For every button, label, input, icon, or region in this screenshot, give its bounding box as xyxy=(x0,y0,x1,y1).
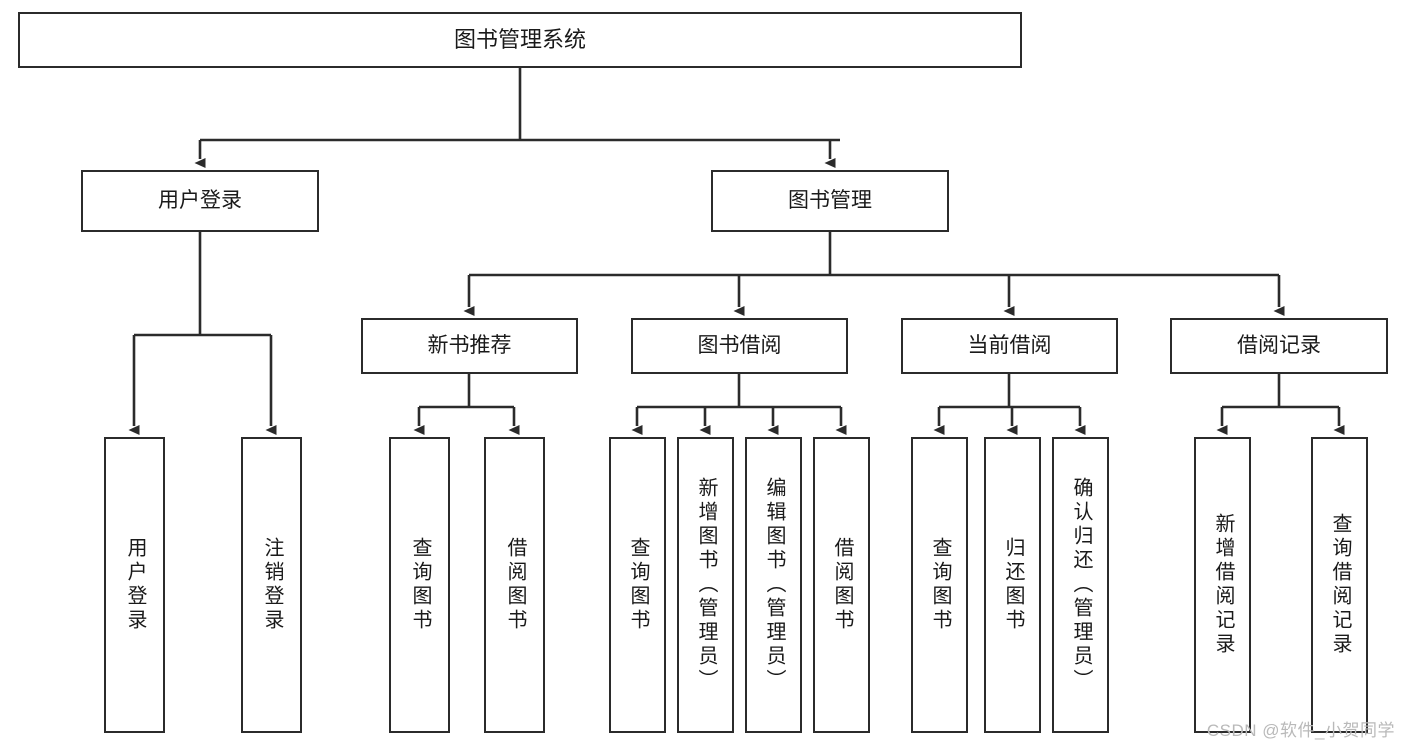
node-borrow-record[interactable]: 借阅记录 xyxy=(1170,318,1388,374)
node-new-book-recommend-label: 新书推荐 xyxy=(427,333,512,357)
node-leaf-query-book-1[interactable]: 查询图书 xyxy=(389,437,450,733)
node-leaf-query-record-label: 查询借阅记录 xyxy=(1329,513,1351,657)
csdn-watermark: CSDN @软件_小贺同学 xyxy=(1206,721,1395,740)
node-leaf-query-book-2-label: 查询图书 xyxy=(627,537,649,633)
node-leaf-borrow-book-2-label: 借阅图书 xyxy=(831,537,853,633)
node-leaf-add-record[interactable]: 新增借阅记录 xyxy=(1194,437,1251,733)
node-leaf-return-book-label: 归还图书 xyxy=(1002,537,1024,633)
node-user-login-label: 用户登录 xyxy=(158,188,242,212)
node-leaf-query-book-3[interactable]: 查询图书 xyxy=(911,437,968,733)
node-leaf-user-logout[interactable]: 注销登录 xyxy=(241,437,302,733)
node-leaf-query-book-1-label: 查询图书 xyxy=(409,537,431,633)
node-current-borrow[interactable]: 当前借阅 xyxy=(901,318,1118,374)
node-current-borrow-label: 当前借阅 xyxy=(967,333,1052,357)
node-new-book-recommend[interactable]: 新书推荐 xyxy=(361,318,578,374)
node-book-manage-label: 图书管理 xyxy=(788,188,872,212)
node-book-manage[interactable]: 图书管理 xyxy=(711,170,949,232)
node-root-label: 图书管理系统 xyxy=(453,26,586,52)
node-leaf-return-book[interactable]: 归还图书 xyxy=(984,437,1041,733)
node-leaf-borrow-book-2[interactable]: 借阅图书 xyxy=(813,437,870,733)
node-root[interactable]: 图书管理系统 xyxy=(18,12,1022,68)
node-book-borrow-label: 图书借阅 xyxy=(697,333,782,357)
node-leaf-add-record-label: 新增借阅记录 xyxy=(1212,513,1234,657)
node-leaf-borrow-book-1[interactable]: 借阅图书 xyxy=(484,437,545,733)
node-leaf-user-login[interactable]: 用户登录 xyxy=(104,437,165,733)
node-leaf-confirm-return-label: 确认归还（管理员） xyxy=(1070,477,1092,693)
node-leaf-user-logout-label: 注销登录 xyxy=(261,537,283,633)
node-leaf-query-book-3-label: 查询图书 xyxy=(929,537,951,633)
node-leaf-query-record[interactable]: 查询借阅记录 xyxy=(1311,437,1368,733)
node-leaf-add-book-label: 新增图书（管理员） xyxy=(695,477,717,693)
node-book-borrow[interactable]: 图书借阅 xyxy=(631,318,848,374)
node-leaf-query-book-2[interactable]: 查询图书 xyxy=(609,437,666,733)
node-leaf-user-login-label: 用户登录 xyxy=(124,537,146,633)
node-leaf-edit-book-label: 编辑图书（管理员） xyxy=(763,477,785,693)
node-borrow-record-label: 借阅记录 xyxy=(1237,333,1321,357)
node-leaf-confirm-return[interactable]: 确认归还（管理员） xyxy=(1052,437,1109,733)
node-leaf-borrow-book-1-label: 借阅图书 xyxy=(504,537,526,633)
node-leaf-add-book[interactable]: 新增图书（管理员） xyxy=(677,437,734,733)
node-user-login[interactable]: 用户登录 xyxy=(81,170,319,232)
node-leaf-edit-book[interactable]: 编辑图书（管理员） xyxy=(745,437,802,733)
